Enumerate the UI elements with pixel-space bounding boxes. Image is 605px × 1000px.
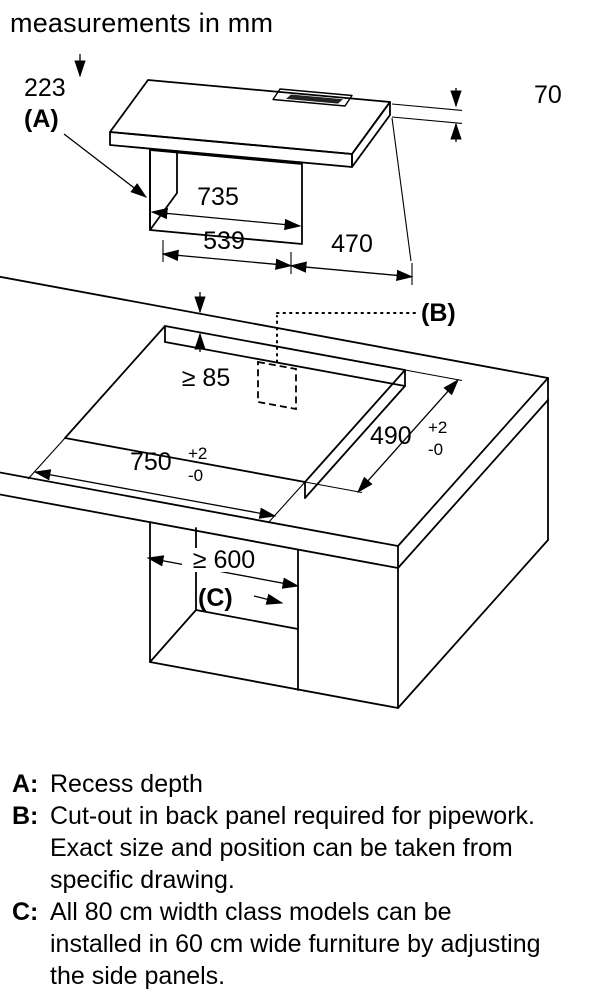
legend: A: Recess depth B: Cut-out in back panel… xyxy=(12,768,600,992)
hob-drawing: 223 (A) 70 735 539 470 xyxy=(24,54,562,285)
dim-cutout-width-label: 750 xyxy=(130,448,172,476)
installation-diagram: 223 (A) 70 735 539 470 xyxy=(0,54,562,709)
dim-cutout-depth-label: 490 xyxy=(370,422,412,450)
legend-text-c: All 80 cm width class models can be inst… xyxy=(50,898,541,990)
dim-cutout-depth-tol-plus: +2 xyxy=(428,418,447,437)
page-title: measurements in mm xyxy=(10,8,274,38)
label-b: (B) xyxy=(421,299,456,327)
dim-back-clearance-85: ≥ 85 xyxy=(182,292,230,392)
dim-cutout-width-750: 750 +2 -0 xyxy=(27,437,306,524)
dim-cutout-depth-490: 490 +2 -0 xyxy=(304,369,463,494)
dim-539-470: 539 470 xyxy=(161,117,414,285)
dim-height-label: 70 xyxy=(534,81,562,109)
legend-item-a: A: Recess depth xyxy=(12,768,600,800)
dim-539-label: 539 xyxy=(203,227,245,255)
dim-min-width-label: ≥ 600 xyxy=(193,546,255,574)
dim-height-70: 70 xyxy=(391,81,562,142)
pipework-cutout-dashed-rect: (B) xyxy=(257,299,456,411)
worktop-outline xyxy=(0,275,549,569)
cabinet-drawing: (B) ≥ 85 490 +2 -0 750 +2 -0 xyxy=(0,275,549,709)
legend-text-b: Cut-out in back panel required for pipew… xyxy=(50,802,535,894)
legend-key-c: C: xyxy=(12,898,39,926)
hob-body-outline xyxy=(109,79,391,168)
dim-recess-223: 223 (A) xyxy=(24,54,148,198)
dim-735: 735 xyxy=(150,183,302,231)
recess-box-outline xyxy=(149,149,303,245)
dim-recess-label: 223 xyxy=(24,74,66,102)
legend-text-a: Recess depth xyxy=(50,770,203,798)
vent-grate-icon xyxy=(272,88,353,107)
legend-key-a: A: xyxy=(12,770,39,798)
legend-key-b: B: xyxy=(12,802,39,830)
dim-470-label: 470 xyxy=(331,230,373,258)
legend-item-b: B: Cut-out in back panel required for pi… xyxy=(12,800,600,896)
dim-cutout-width-tol-plus: +2 xyxy=(188,444,207,463)
legend-item-c: C: All 80 cm width class models can be i… xyxy=(12,896,600,992)
dim-min-width-600: ≥ 600 (C) xyxy=(146,546,300,612)
dim-cutout-width-tol-minus: -0 xyxy=(188,466,203,485)
label-c: (C) xyxy=(198,584,233,612)
label-a: (A) xyxy=(24,105,59,133)
dim-735-label: 735 xyxy=(197,183,239,211)
dim-back-clearance-label: ≥ 85 xyxy=(182,364,230,392)
dim-cutout-depth-tol-minus: -0 xyxy=(428,440,443,459)
worktop-cutout-outline xyxy=(64,325,406,499)
